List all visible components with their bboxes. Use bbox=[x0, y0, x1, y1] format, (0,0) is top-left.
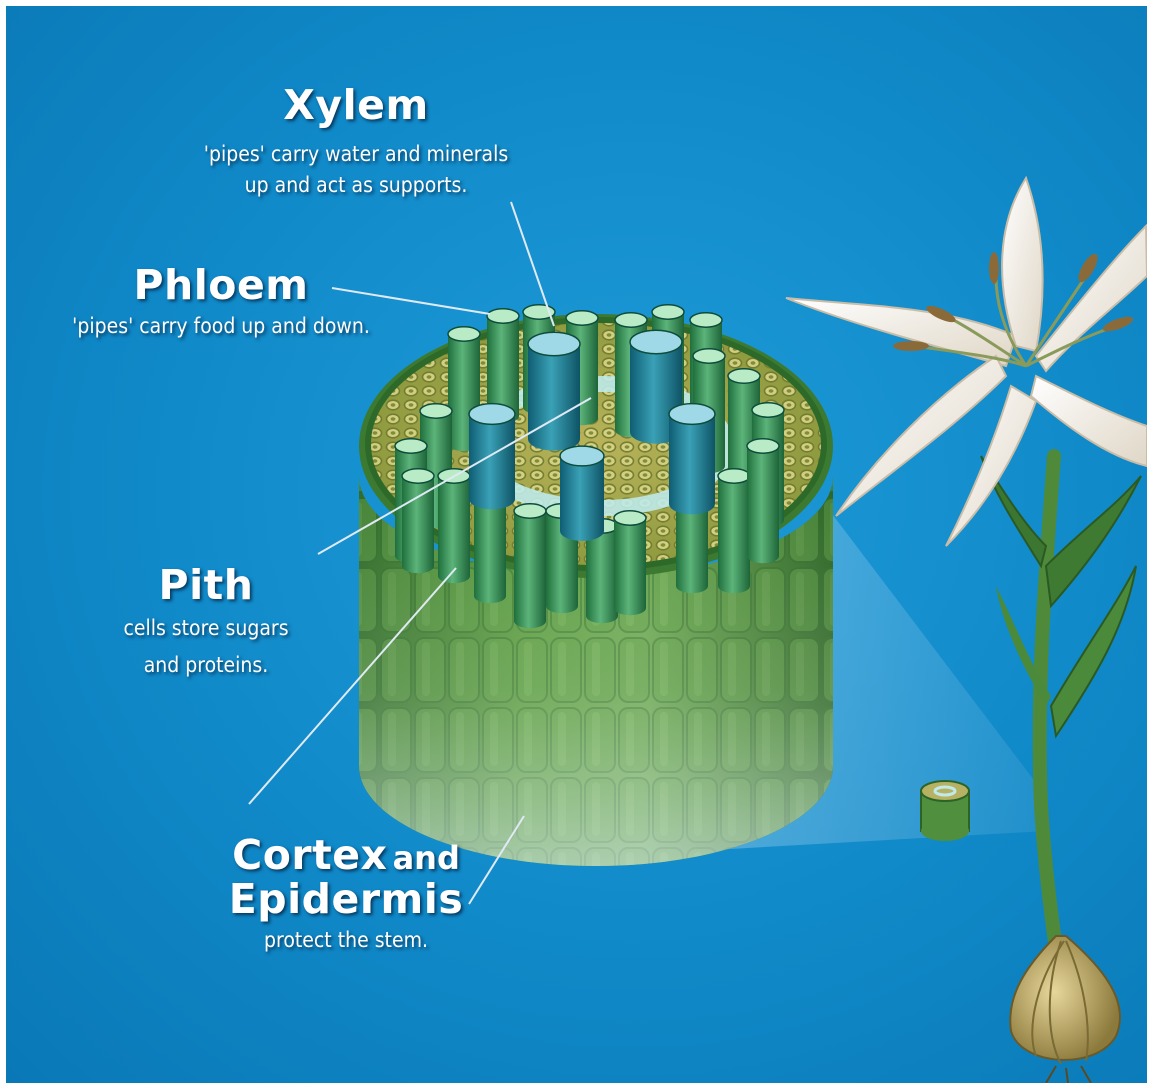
phloem-tube-body bbox=[718, 476, 750, 593]
phloem-tube-opening bbox=[487, 309, 519, 323]
phloem-tube-body bbox=[747, 446, 779, 563]
phloem-tube-body bbox=[514, 511, 546, 628]
phloem-tube-opening bbox=[728, 369, 760, 383]
small-stem-section bbox=[921, 781, 969, 841]
cortex-desc-line1: protect the stem. bbox=[201, 925, 491, 956]
phloem-tube bbox=[718, 469, 750, 593]
phloem-desc-line1: 'pipes' carry food up and down. bbox=[26, 311, 416, 342]
xylem-tube-opening bbox=[469, 404, 515, 425]
phloem-tube bbox=[747, 439, 779, 563]
pith-title: Pith bbox=[86, 561, 326, 609]
phloem-tube-body bbox=[586, 526, 618, 623]
cortex-epidermis-label: Cortex and Epidermis protect the stem. bbox=[201, 831, 491, 956]
phloem-tube-opening bbox=[615, 313, 647, 327]
petal bbox=[1036, 226, 1147, 371]
cortex-title-row: Cortex and bbox=[201, 831, 491, 879]
xylem-tube bbox=[528, 332, 580, 450]
xylem-tube bbox=[560, 446, 604, 541]
cortex-and: and bbox=[393, 839, 460, 877]
pith-label: Pith cells store sugars and proteins. bbox=[86, 561, 326, 681]
xylem-title: Xylem bbox=[156, 81, 556, 129]
xylem-label: Xylem 'pipes' carry water and minerals u… bbox=[156, 81, 556, 201]
phloem-tube bbox=[514, 504, 546, 628]
phloem-tube-opening bbox=[693, 349, 725, 363]
xylem-tube-body bbox=[669, 414, 715, 514]
xylem-tube-body bbox=[469, 414, 515, 509]
phloem-tube bbox=[402, 469, 434, 573]
xylem-tube-opening bbox=[528, 332, 580, 355]
epidermis-title: Epidermis bbox=[201, 875, 491, 923]
xylem-tube-body bbox=[560, 456, 604, 541]
phloem-title: Phloem bbox=[26, 261, 416, 309]
phloem-tube-opening bbox=[420, 404, 452, 418]
xylem-desc-line2: up and act as supports. bbox=[156, 170, 556, 201]
pith-desc-line2: and proteins. bbox=[86, 650, 326, 681]
phloem-label: Phloem 'pipes' carry food up and down. bbox=[26, 261, 416, 342]
phloem-tube-opening bbox=[752, 403, 784, 417]
bulb-icon bbox=[1010, 936, 1120, 1083]
petal bbox=[1002, 178, 1043, 351]
phloem-tube-body bbox=[438, 476, 470, 583]
xylem-tube-opening bbox=[630, 330, 682, 353]
xylem-tube-body bbox=[528, 344, 580, 451]
phloem-tube-opening bbox=[448, 327, 480, 341]
xylem-desc-line1: 'pipes' carry water and minerals bbox=[156, 139, 556, 170]
phloem-tube-body bbox=[614, 518, 646, 615]
phloem-tube-opening bbox=[652, 305, 684, 319]
xylem-tube bbox=[669, 404, 715, 515]
phloem-tube-opening bbox=[395, 439, 427, 453]
phloem-tube-opening bbox=[690, 313, 722, 327]
xylem-tube bbox=[469, 404, 515, 510]
pith-desc-line1: cells store sugars bbox=[86, 613, 326, 644]
phloem-tube-opening bbox=[614, 511, 646, 525]
phloem-tube bbox=[614, 511, 646, 615]
xylem-tube-opening bbox=[560, 446, 604, 466]
xylem-tube-opening bbox=[669, 404, 715, 425]
diagram-frame: Xylem 'pipes' carry water and minerals u… bbox=[6, 6, 1147, 1083]
phloem-tube-opening bbox=[718, 469, 750, 483]
phloem-tube-opening bbox=[566, 311, 598, 325]
cortex-title: Cortex bbox=[232, 831, 387, 879]
phloem-tube-opening bbox=[514, 504, 546, 518]
phloem-tube-opening bbox=[402, 469, 434, 483]
phloem-tube-opening bbox=[747, 439, 779, 453]
phloem-tube bbox=[438, 469, 470, 583]
